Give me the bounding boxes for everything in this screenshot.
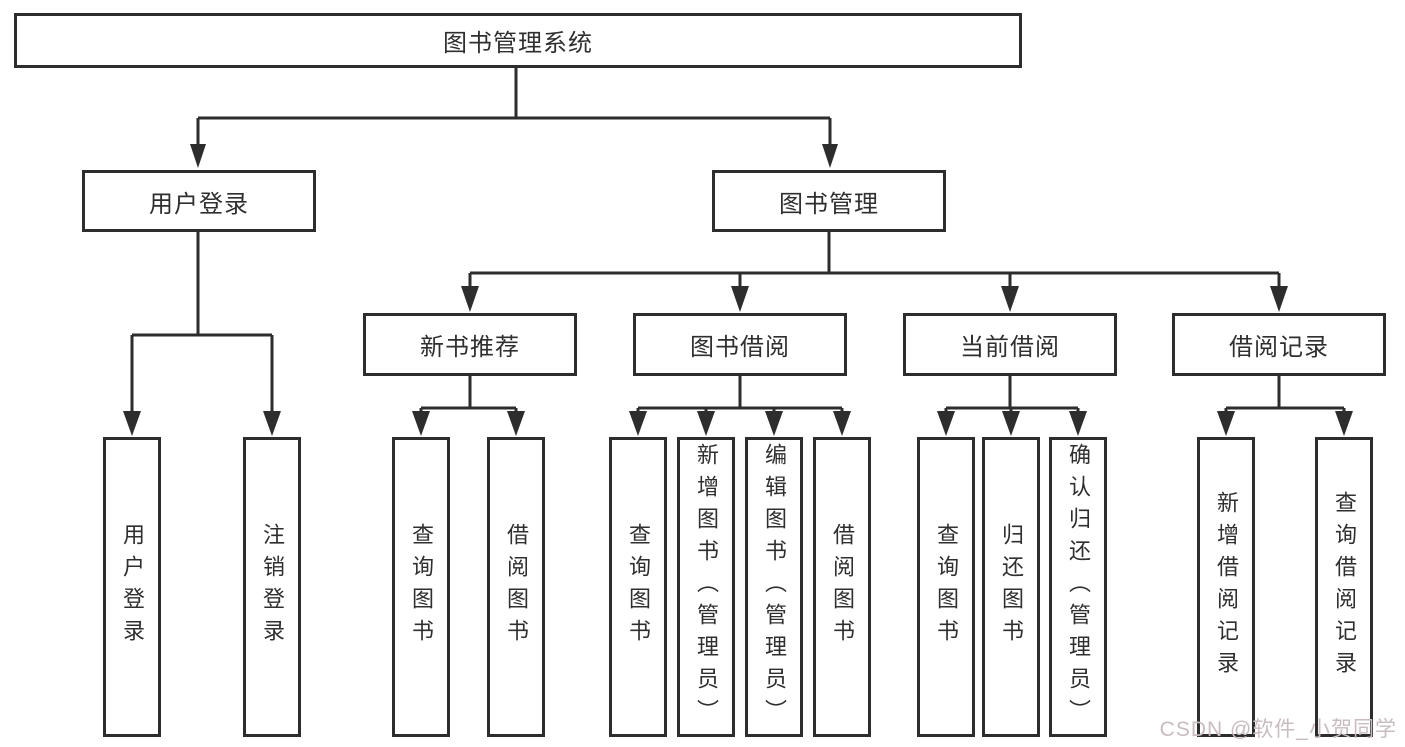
node-book-management: 图书管理 — [712, 170, 946, 232]
node-book-borrow: 图书借阅 — [633, 313, 847, 376]
leaf-return-book: 归还图书 — [982, 437, 1040, 737]
leaf-recommend-query-book: 查询图书 — [392, 437, 450, 737]
node-book-management-label: 图书管理 — [779, 190, 879, 218]
node-root: 图书管理系统 — [14, 13, 1022, 68]
node-borrow-records-label: 借阅记录 — [1229, 334, 1329, 361]
csdn-watermark: CSDN @软件_小贺同学 — [1159, 718, 1397, 741]
node-root-label: 图书管理系统 — [443, 30, 593, 57]
leaf-user-login: 用户登录 — [103, 437, 161, 737]
leaf-add-book-admin: 新增图书（管理员） — [677, 437, 735, 737]
leaf-query-borrow-record: 查询借阅记录 — [1315, 437, 1373, 737]
leaf-confirm-return-admin: 确认归还（管理员） — [1049, 437, 1107, 737]
node-borrow-records: 借阅记录 — [1172, 313, 1386, 376]
leaf-recommend-borrow-book: 借阅图书 — [487, 437, 545, 737]
node-new-book-recommend: 新书推荐 — [363, 313, 577, 376]
node-new-book-recommend-label: 新书推荐 — [420, 334, 520, 361]
leaf-borrow-query-book: 查询图书 — [609, 437, 667, 737]
leaf-logout: 注销登录 — [243, 437, 301, 737]
node-user-login: 用户登录 — [82, 170, 316, 232]
node-current-borrow: 当前借阅 — [903, 313, 1117, 376]
leaf-current-query-book: 查询图书 — [917, 437, 975, 737]
leaf-borrow-book: 借阅图书 — [813, 437, 871, 737]
leaf-add-borrow-record: 新增借阅记录 — [1197, 437, 1255, 737]
node-book-borrow-label: 图书借阅 — [690, 334, 790, 361]
arrowheads — [123, 144, 1353, 436]
leaf-edit-book-admin: 编辑图书（管理员） — [745, 437, 803, 737]
node-current-borrow-label: 当前借阅 — [960, 334, 1060, 361]
node-user-login-label: 用户登录 — [149, 190, 249, 218]
